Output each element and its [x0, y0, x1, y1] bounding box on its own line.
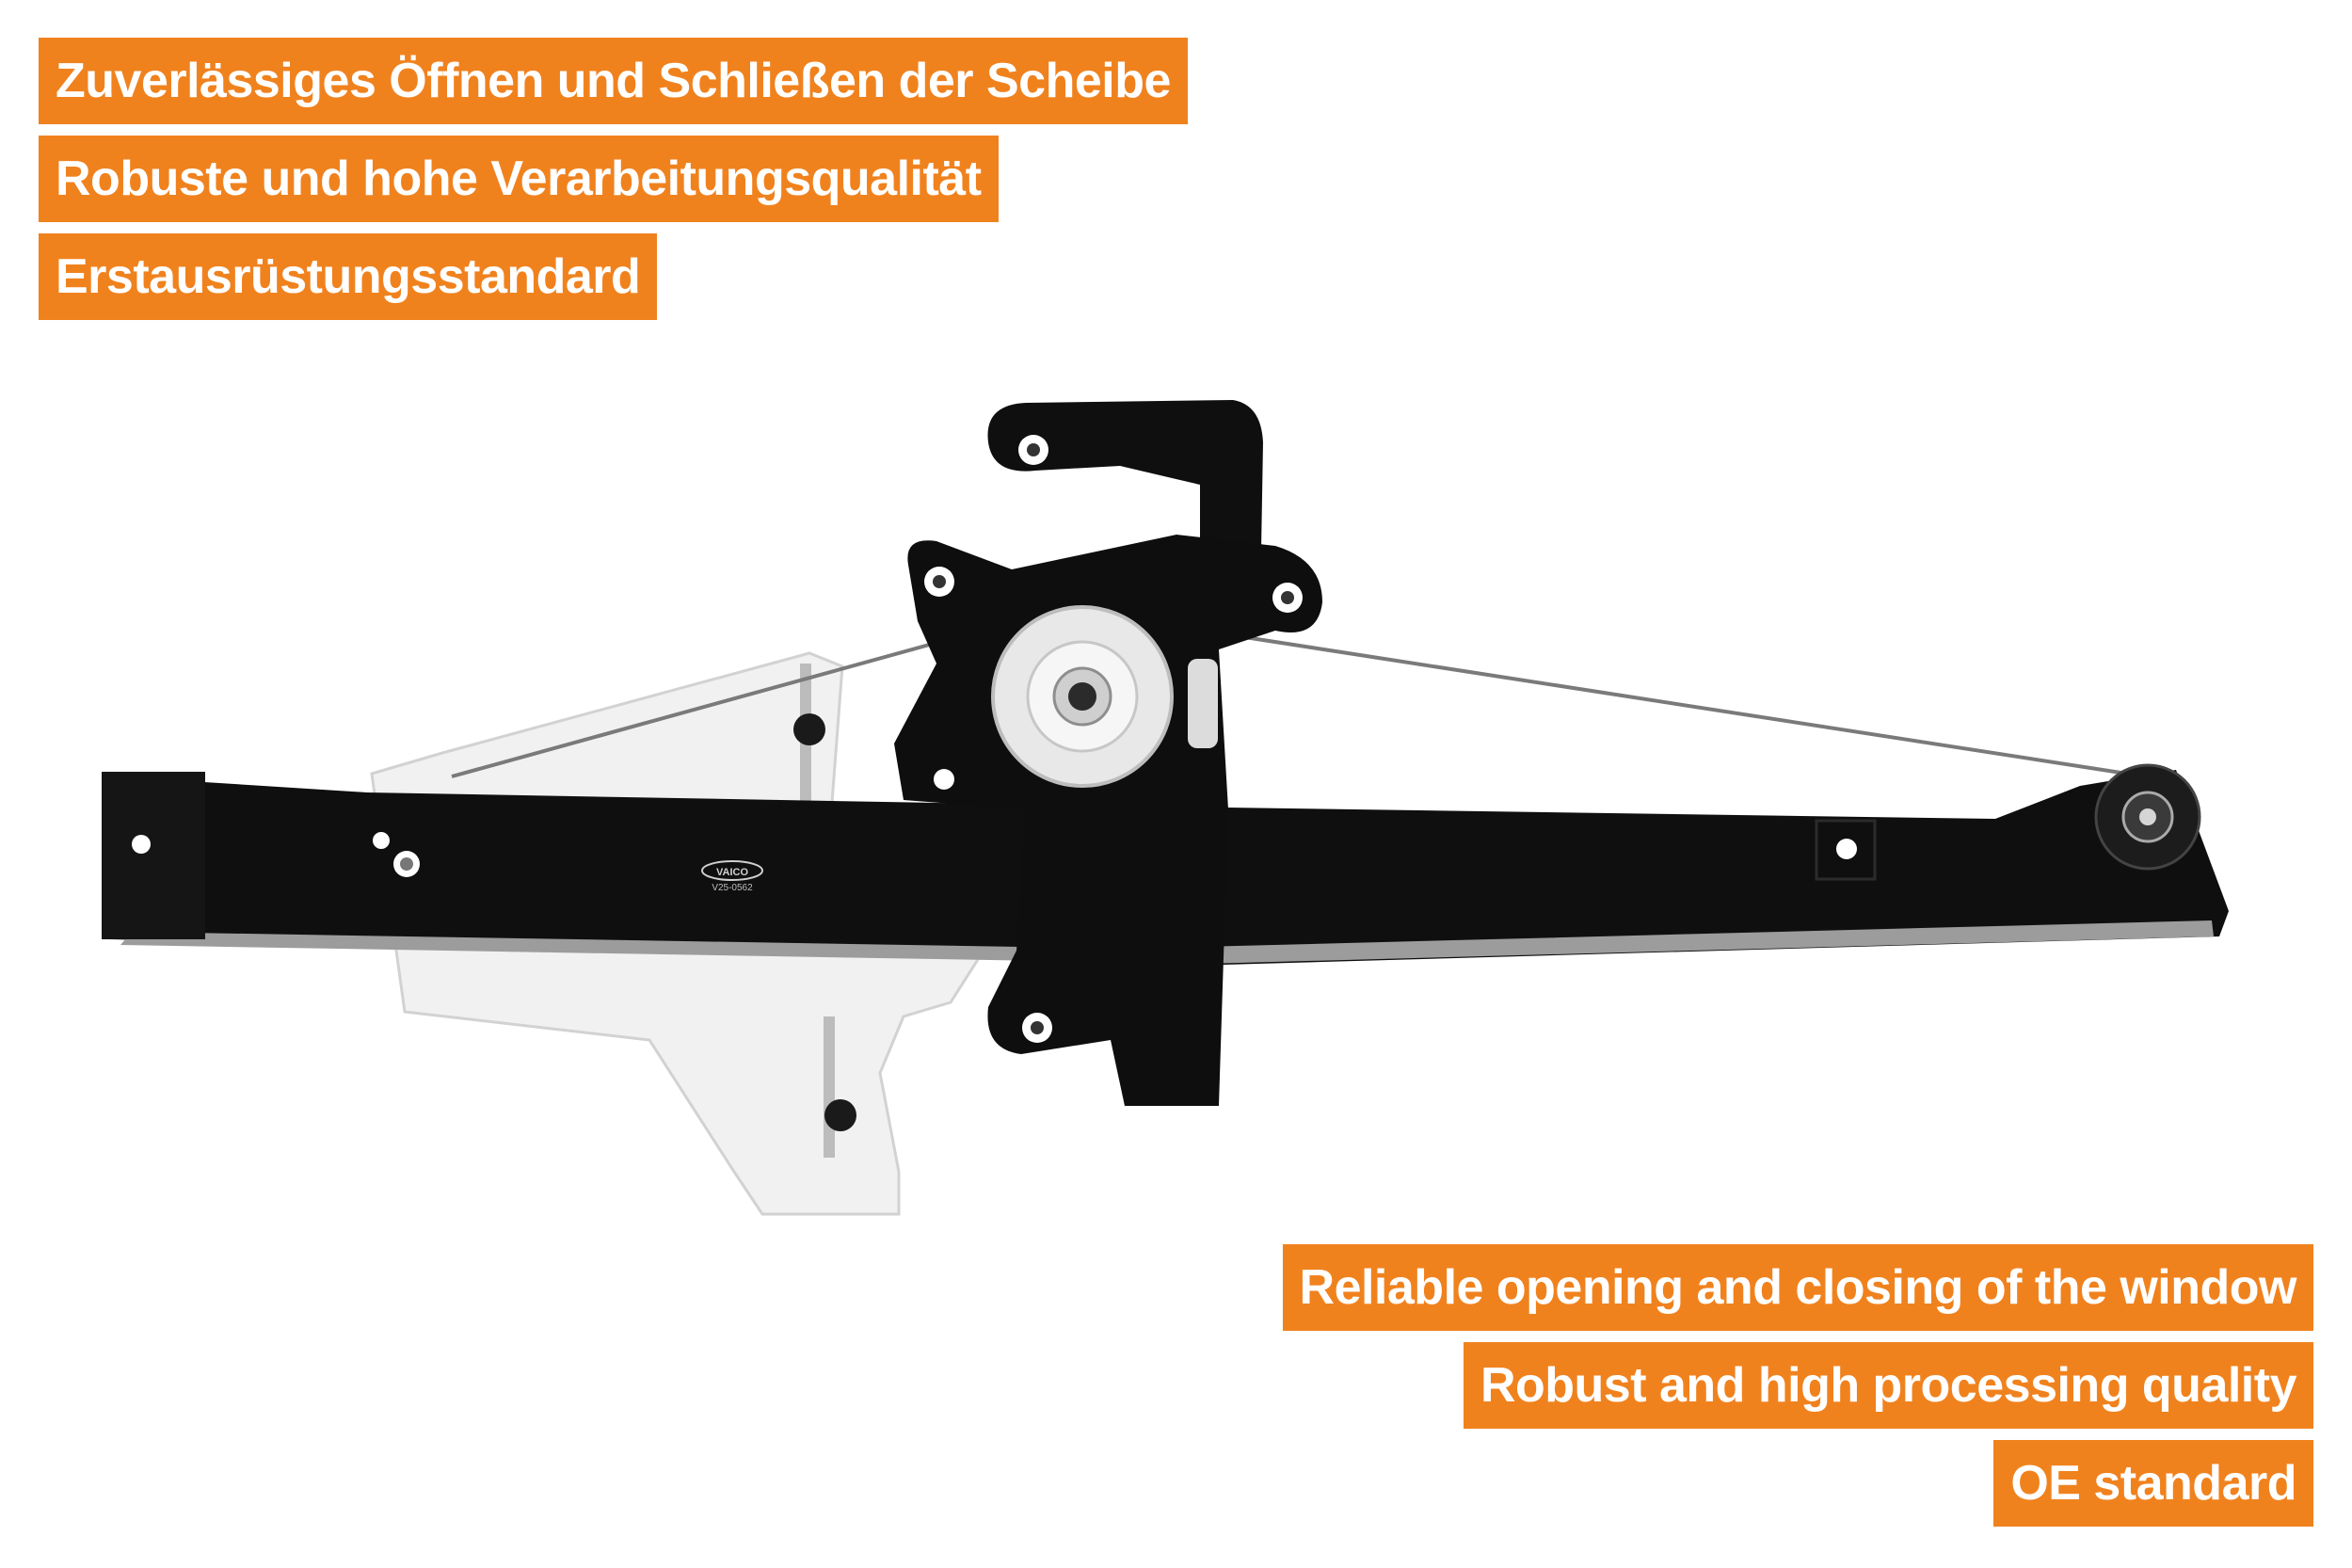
carrier-clip [824, 1099, 856, 1131]
english-feature-list: Reliable opening and closing of the wind… [1282, 1244, 2313, 1527]
feature-badge-en: OE standard [1993, 1440, 2313, 1527]
feature-badge-de: Erstausrüstungsstandard [39, 233, 658, 320]
feature-badge-de: Zuverlässiges Öffnen und Schließen der S… [39, 38, 1188, 124]
rail-highlight [120, 920, 2214, 964]
feature-badge-en: Robust and high processing quality [1463, 1342, 2313, 1429]
upper-mount-bracket [987, 400, 1263, 551]
brand-stamp: VAICO V25-0562 [701, 860, 763, 893]
brand-mark-text: VAICO [716, 867, 748, 878]
part-number-text: V25-0562 [712, 883, 753, 893]
german-feature-list: Zuverlässiges Öffnen und Schließen der S… [39, 38, 1188, 320]
feature-badge-en: Reliable opening and closing of the wind… [1282, 1244, 2313, 1331]
carrier-clip [793, 713, 825, 745]
feature-badge-de: Robuste und hohe Verarbeitungsqualität [39, 136, 999, 222]
rail-end-bracket [102, 772, 205, 939]
